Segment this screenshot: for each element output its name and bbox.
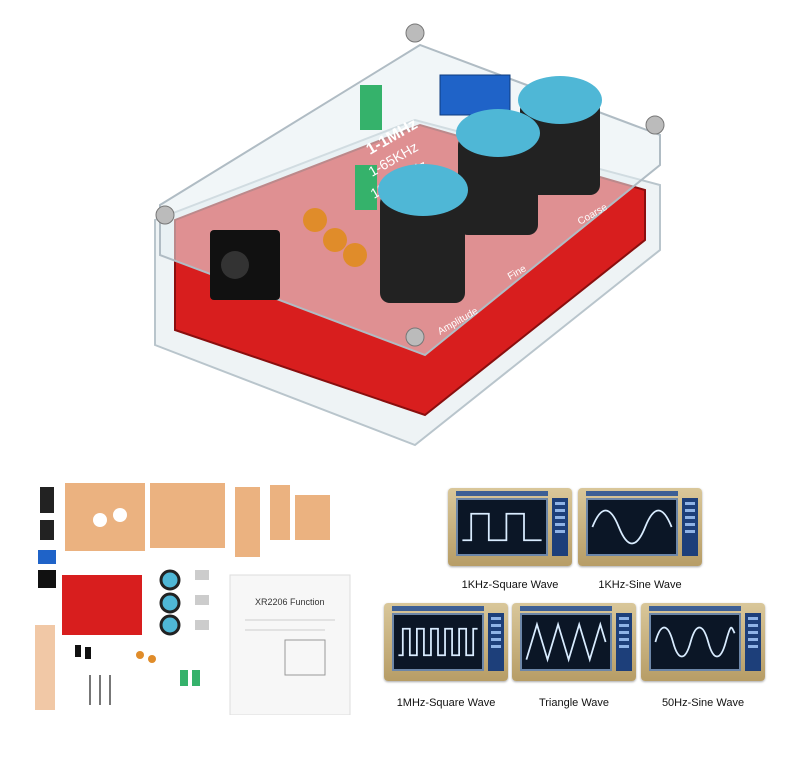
jumper-1	[360, 85, 382, 130]
acrylic-side	[295, 495, 330, 540]
waveform-trace	[398, 627, 478, 657]
scope-square-1khz	[448, 488, 572, 566]
function-generator-photo: 1-1MHz 1-65KHz 100-3KHz Amplitude Fine C…	[154, 23, 665, 447]
screw	[405, 23, 425, 43]
screw	[405, 327, 425, 347]
manual	[229, 574, 351, 715]
screw	[155, 205, 175, 225]
terminal-block	[439, 74, 511, 116]
ic-chip	[40, 487, 54, 513]
scope-sine-1khz	[578, 488, 702, 566]
terminal-block	[38, 550, 56, 564]
waveform-trace	[591, 509, 673, 545]
knob-coarse	[518, 76, 602, 195]
kit-contents-photo: XR2206 Function	[20, 475, 360, 715]
screw	[645, 115, 665, 135]
dc-jack	[38, 570, 56, 588]
scope-triangle	[512, 603, 636, 681]
waveform-trace	[525, 621, 607, 663]
manual-title: XR2206 Function	[255, 597, 325, 607]
knob-fine	[456, 109, 540, 235]
waveform-trace	[462, 512, 542, 542]
capacitor	[303, 208, 327, 232]
caption-triangle: Triangle Wave	[538, 697, 610, 709]
caption-square-1khz: 1KHz-Square Wave	[461, 579, 559, 591]
jumper	[192, 670, 200, 686]
ic-chip	[40, 520, 54, 540]
waveform-trace	[654, 626, 736, 658]
pcb-board	[62, 575, 142, 635]
knob-amplitude	[378, 164, 468, 303]
caption-sine-1khz: 1KHz-Sine Wave	[598, 579, 682, 591]
acrylic-side	[270, 485, 290, 540]
scope-sine-50hz	[641, 603, 765, 681]
caption-square-1mhz: 1MHz-Square Wave	[396, 697, 496, 709]
knob	[159, 614, 181, 636]
acrylic-panel	[150, 483, 225, 548]
scope-square-1mhz	[384, 603, 508, 681]
capacitor	[323, 228, 347, 252]
capacitor	[343, 243, 367, 267]
knob	[159, 592, 181, 614]
caption-sine-50hz: 50Hz-Sine Wave	[661, 697, 745, 709]
acrylic-side	[235, 487, 260, 557]
jumper	[180, 670, 188, 686]
jumper-2	[355, 165, 377, 210]
knob	[159, 569, 181, 591]
